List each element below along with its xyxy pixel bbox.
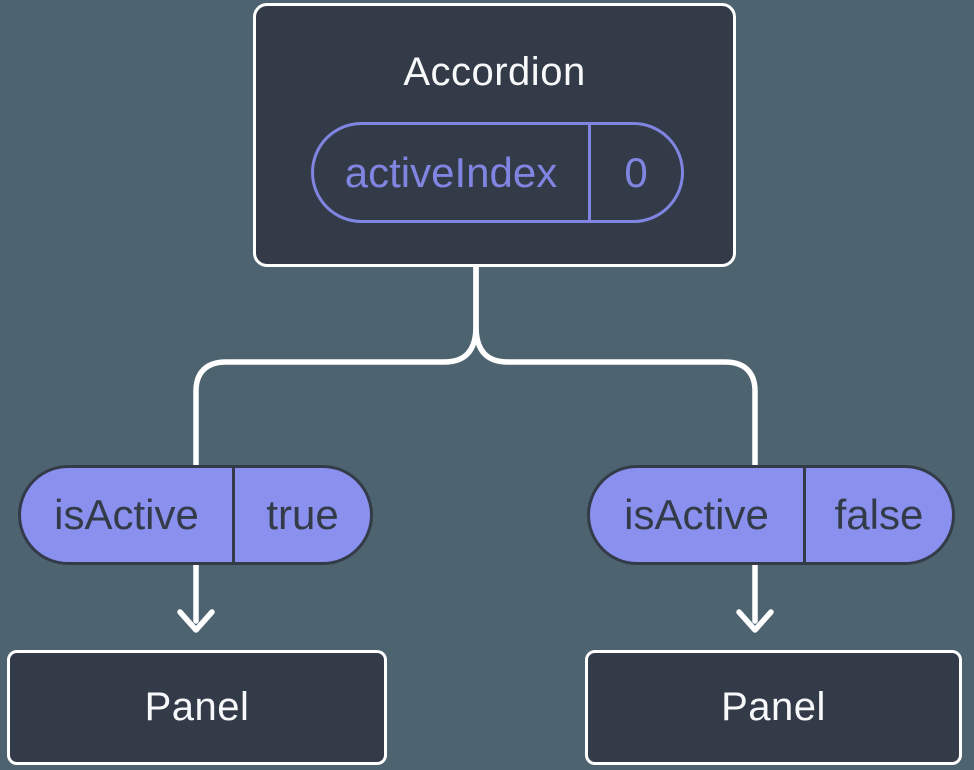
branch-line-right xyxy=(473,259,758,624)
prop-value-label: 0 xyxy=(624,148,648,196)
arrow-down-left-icon xyxy=(177,609,215,633)
panel-node-title: Panel xyxy=(144,685,250,729)
accordion-node: Accordion activeIndex 0 xyxy=(253,3,736,267)
prop-value-label: true xyxy=(266,491,339,538)
prop-value-label: false xyxy=(834,491,924,538)
accordion-node-title: Accordion xyxy=(403,49,586,94)
branch-line-left xyxy=(193,259,479,624)
prop-name-label: isActive xyxy=(590,468,806,562)
panel-node-right: Panel xyxy=(585,650,962,765)
panel-node-title: Panel xyxy=(721,685,826,729)
panel-node-left: Panel xyxy=(7,650,387,765)
active-index-prop-pill: activeIndex 0 xyxy=(311,122,684,223)
is-active-prop-pill-right: isActive false xyxy=(587,465,955,565)
is-active-prop-pill-left: isActive true xyxy=(18,465,373,565)
prop-name-label: activeIndex xyxy=(314,125,591,220)
prop-name-label: isActive xyxy=(21,468,235,562)
arrow-down-right-icon xyxy=(736,609,774,633)
